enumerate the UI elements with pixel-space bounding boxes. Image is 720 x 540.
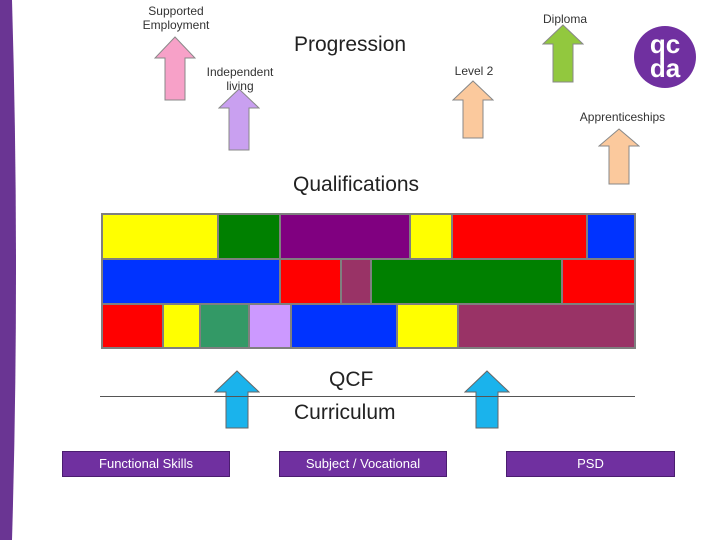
arrow-level-2 <box>452 80 494 139</box>
qual-block <box>163 304 200 348</box>
qual-block <box>458 304 635 348</box>
qual-block <box>410 214 452 259</box>
arrow-functional-skills <box>214 370 260 429</box>
arrow-independent-living <box>218 88 260 151</box>
label-diploma: Diploma <box>542 12 587 26</box>
arrow-diploma <box>542 24 584 83</box>
heading-qcf: QCF <box>329 368 374 391</box>
label-supported-employment: Supported Employment <box>142 4 210 32</box>
qual-block <box>218 214 280 259</box>
qual-block <box>587 214 635 259</box>
qual-block <box>452 214 587 259</box>
qual-block <box>102 214 218 259</box>
qual-block <box>102 259 280 304</box>
qcf-divider-line <box>100 396 635 397</box>
left-swoosh-decoration <box>0 0 16 540</box>
label-level-2: Level 2 <box>454 64 494 78</box>
arrow-subject-vocational <box>464 370 510 429</box>
qual-block <box>102 304 163 348</box>
logo-line-1: qc <box>649 29 681 59</box>
qual-block <box>397 304 458 348</box>
qual-block <box>249 304 291 348</box>
functional-skills-button[interactable]: Functional Skills <box>62 451 230 477</box>
heading-curriculum: Curriculum <box>294 401 396 424</box>
arrow-apprenticeships <box>598 128 640 185</box>
qual-block <box>200 304 249 348</box>
qual-block <box>562 259 635 304</box>
arrow-supported-employment <box>154 36 196 101</box>
heading-progression: Progression <box>294 33 407 56</box>
qual-block <box>291 304 397 348</box>
qualifications-grid <box>101 213 636 349</box>
label-independent-living: Independent living <box>206 65 274 93</box>
label-apprenticeships: Apprenticeships <box>579 110 666 124</box>
qual-block <box>280 259 341 304</box>
qual-block <box>371 259 562 304</box>
heading-qualifications: Qualifications <box>293 173 420 196</box>
subject-vocational-button[interactable]: Subject / Vocational <box>279 451 447 477</box>
qual-block <box>280 214 410 259</box>
psd-button[interactable]: PSD <box>506 451 675 477</box>
qual-block <box>341 259 371 304</box>
logo-line-2: da <box>649 53 681 83</box>
qcda-logo: qc da <box>634 26 696 88</box>
